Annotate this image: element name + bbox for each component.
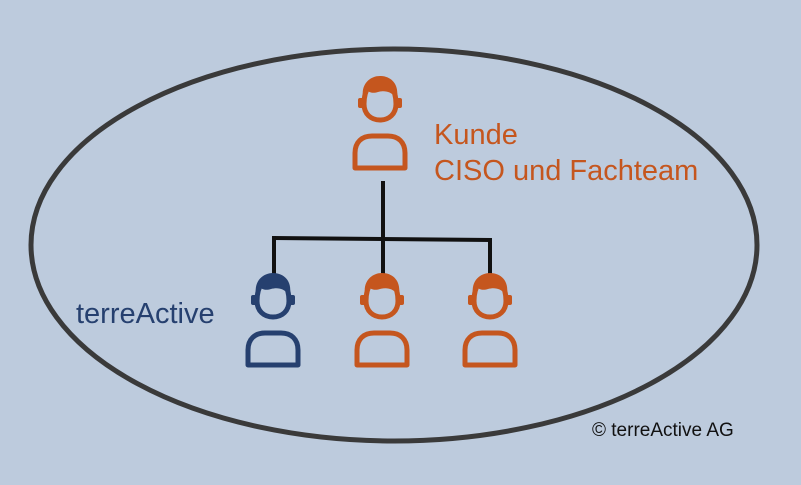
person-hair: [364, 273, 400, 294]
person-ear-right: [289, 295, 295, 305]
person-body: [462, 330, 518, 368]
provider-label: terreActive: [76, 298, 215, 330]
person-hair: [362, 76, 398, 97]
person-icon: [462, 273, 518, 368]
person-body: [245, 330, 301, 368]
person-ear-right: [396, 98, 402, 108]
person-hair: [472, 273, 508, 294]
client-title: Kunde: [434, 119, 518, 151]
person-body: [354, 330, 410, 368]
person-ear-left: [358, 98, 364, 108]
client-label: Kunde CISO und Fachteam: [434, 117, 698, 189]
person-ear-right: [506, 295, 512, 305]
person-ear-left: [468, 295, 474, 305]
client-subtitle: CISO und Fachteam: [434, 155, 699, 187]
person-icon: [245, 273, 301, 368]
person-ear-left: [251, 295, 257, 305]
person-icon: [354, 273, 410, 368]
scope-ellipse: [28, 46, 760, 444]
copyright-notice: © terreActive AG: [592, 420, 734, 441]
person-body: [352, 133, 408, 171]
connector-bar: [272, 236, 492, 242]
person-icon: [352, 76, 408, 171]
hierarchy-connector: [272, 181, 492, 282]
person-ear-left: [360, 295, 366, 305]
person-hair: [255, 273, 291, 294]
person-ear-right: [398, 295, 404, 305]
